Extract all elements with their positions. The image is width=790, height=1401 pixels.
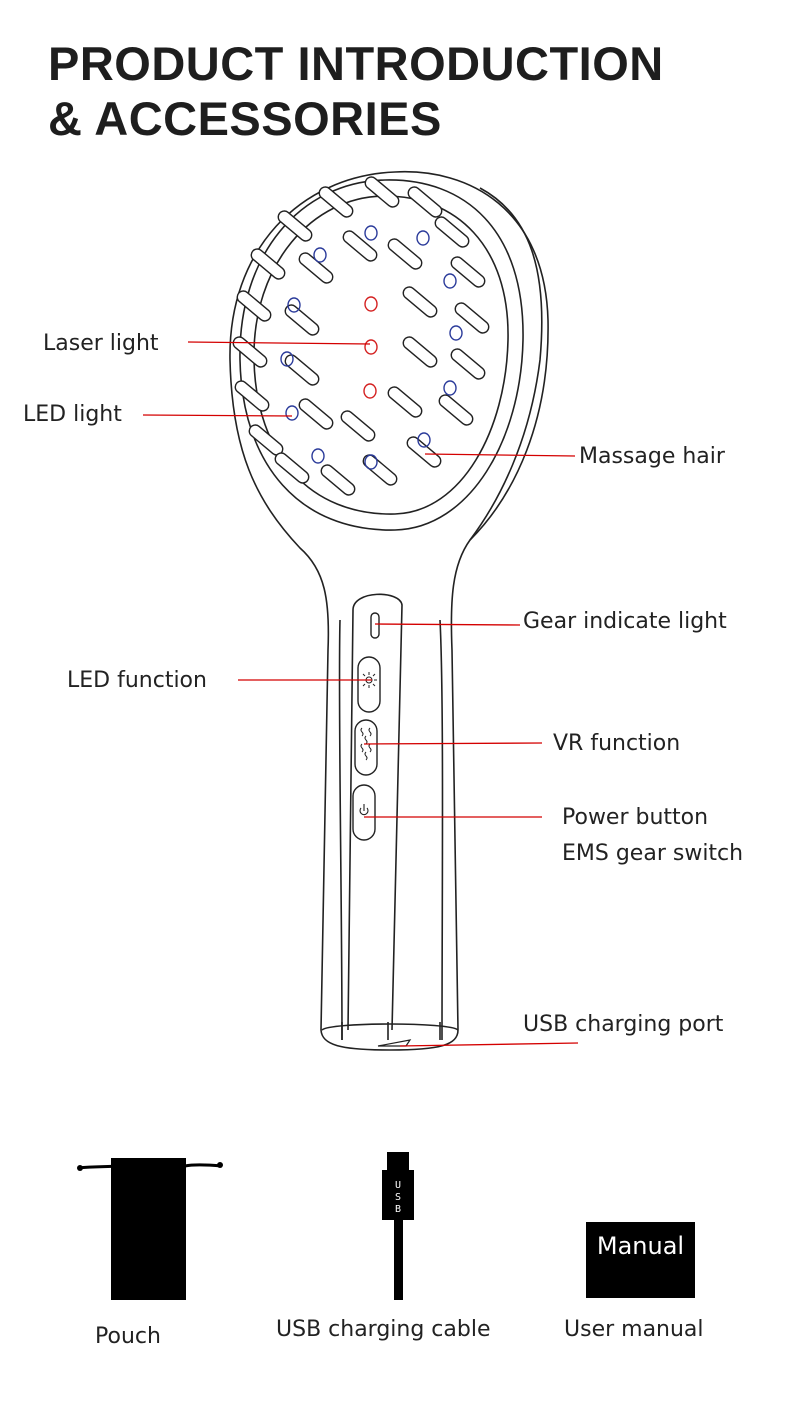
title-line-2: & ACCESSORIES [48, 92, 442, 145]
vr-function-leader [363, 742, 543, 745]
led-dot [416, 230, 430, 246]
led-dot [443, 273, 457, 289]
bristle [364, 176, 400, 208]
usb-cable-image [382, 1152, 414, 1300]
vr-function-button [354, 719, 378, 776]
power-button-label: Power button [562, 805, 709, 830]
led-lights [280, 225, 463, 470]
led-dot [287, 297, 301, 313]
bristle [340, 410, 376, 442]
bristle [406, 436, 442, 468]
bristle [234, 380, 270, 412]
bristle [407, 186, 443, 218]
pouch-label: Pouch [95, 1324, 161, 1349]
gear-indicator-light [370, 612, 380, 639]
bristle [450, 256, 486, 288]
vr-function-label: VR function [553, 731, 681, 756]
laser-dot [364, 339, 378, 355]
laser-light-label: Laser light [43, 331, 159, 356]
laser-lights [363, 296, 378, 399]
bristle [284, 354, 320, 386]
page-title: PRODUCT INTRODUCTION & ACCESSORIES [48, 36, 664, 146]
laser-light-leader [187, 341, 371, 345]
massage-bristles [232, 176, 490, 496]
bristle [402, 336, 438, 368]
bristle [236, 290, 272, 322]
led-dot [364, 454, 378, 470]
handle-controls [352, 612, 381, 841]
led-light-leader [142, 414, 293, 417]
manual-box-text: Manual [596, 1232, 685, 1260]
led-dot [417, 432, 431, 448]
led-dot [280, 351, 294, 367]
bristle [298, 252, 334, 284]
bristle [387, 238, 423, 270]
manual-booklet: Manual [586, 1222, 695, 1298]
led-function-label: LED function [67, 668, 207, 693]
bristle [362, 454, 398, 486]
vibration-icon [360, 727, 372, 761]
bristle [232, 336, 268, 368]
usb-port-leader [399, 1042, 579, 1047]
led-dot [313, 247, 327, 263]
bristle [298, 398, 334, 430]
led-dot [311, 448, 325, 464]
gear-light-leader [374, 623, 521, 626]
bristle [434, 216, 470, 248]
bristle [402, 286, 438, 318]
massage-hair-label: Massage hair [579, 444, 725, 469]
bristle [320, 464, 356, 496]
led-light-label: LED light [23, 402, 122, 427]
bristle [454, 302, 490, 334]
bristle [342, 230, 378, 262]
usb-charging-port-label: USB charging port [523, 1012, 724, 1037]
laser-dot [363, 383, 377, 399]
usb-cable-label: USB charging cable [276, 1317, 491, 1342]
bristle [387, 386, 423, 418]
power-button [352, 784, 376, 841]
led-dot [449, 325, 463, 341]
bristle [318, 186, 354, 218]
gear-indicate-light-label: Gear indicate light [523, 609, 727, 634]
led-dot [364, 225, 378, 241]
user-manual-label: User manual [564, 1317, 704, 1342]
led-dot [443, 380, 457, 396]
led-dot [285, 405, 299, 421]
laser-dot [364, 296, 378, 312]
bristle [438, 394, 474, 426]
ems-gear-switch-label: EMS gear switch [562, 841, 744, 866]
bristle [450, 348, 486, 380]
led-function-button [357, 656, 381, 713]
bristle [274, 452, 310, 484]
leader-lines [142, 341, 579, 1047]
power-icon [359, 804, 369, 816]
bristle [277, 210, 313, 242]
massage-hair-leader [424, 453, 576, 457]
brush-body [229, 170, 549, 1051]
title-line-1: PRODUCT INTRODUCTION [48, 37, 664, 90]
pouch-image [77, 1158, 223, 1300]
bristle [250, 248, 286, 280]
